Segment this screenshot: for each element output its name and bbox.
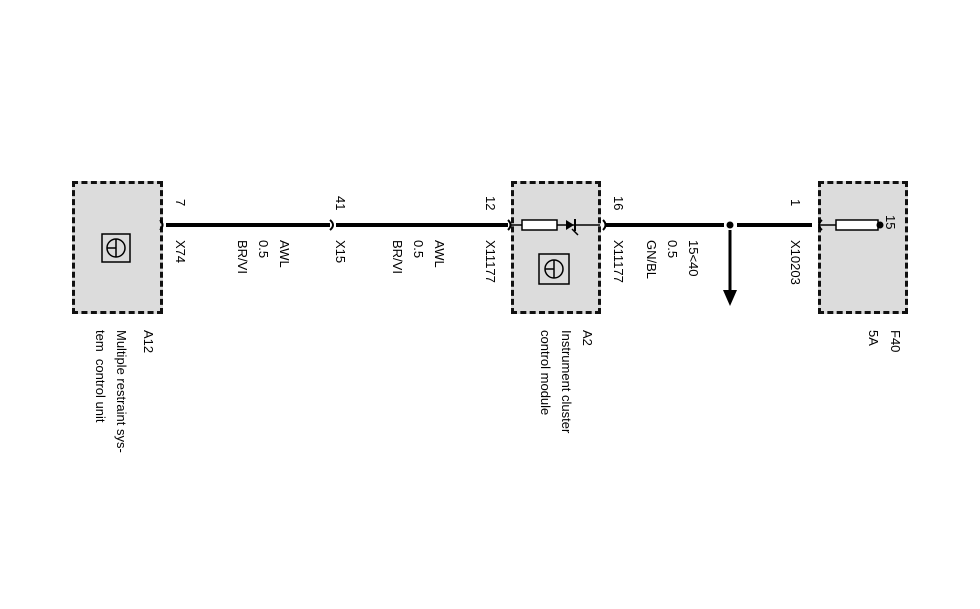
pin-a2-16: 16 — [611, 196, 626, 211]
connector-symbols — [159, 219, 823, 231]
connector-x74: X74 — [173, 240, 188, 264]
component-f40-rating: 5A — [866, 330, 881, 346]
connector-x11177-in: X11177 — [483, 240, 498, 283]
component-f40-id: F40 — [888, 330, 903, 353]
connector-x15: X15 — [333, 240, 348, 264]
component-a12-box[interactable] — [72, 181, 163, 314]
connector-x10203: X10203 — [788, 240, 803, 285]
component-a12-id: A12 — [141, 330, 156, 354]
junction-dot — [726, 221, 734, 229]
component-a2-box[interactable] — [511, 181, 601, 314]
component-a2-id: A2 — [580, 330, 595, 346]
wire-spec-2: AWL 0.5 BR/VI — [390, 240, 447, 274]
wire-spec-1: AWL 0.5 BR/VI — [235, 240, 292, 274]
connector-x11177-out: X11177 — [611, 240, 626, 283]
pin-f40-1: 1 — [788, 199, 803, 207]
wire-spec-3: 15<40 0.5 GN/BL — [644, 240, 701, 280]
a2-control-unit-icon — [538, 253, 570, 285]
a2-resistor-led-icon — [511, 219, 600, 236]
f40-terminal-15: 15 — [883, 215, 898, 230]
pin-a2-12: 12 — [483, 196, 498, 211]
fuse-icon — [820, 219, 884, 231]
a12-control-unit-icon — [101, 233, 131, 263]
pin-x15-41: 41 — [333, 196, 348, 211]
component-f40-box[interactable] — [818, 181, 908, 314]
continuation-arrow-icon — [723, 230, 737, 306]
component-a2-name: Instrument cluster control module — [538, 330, 574, 434]
component-a12-name: Multiple restraint sys- tem control unit — [93, 330, 129, 453]
pin-a12-7: 7 — [173, 199, 188, 207]
